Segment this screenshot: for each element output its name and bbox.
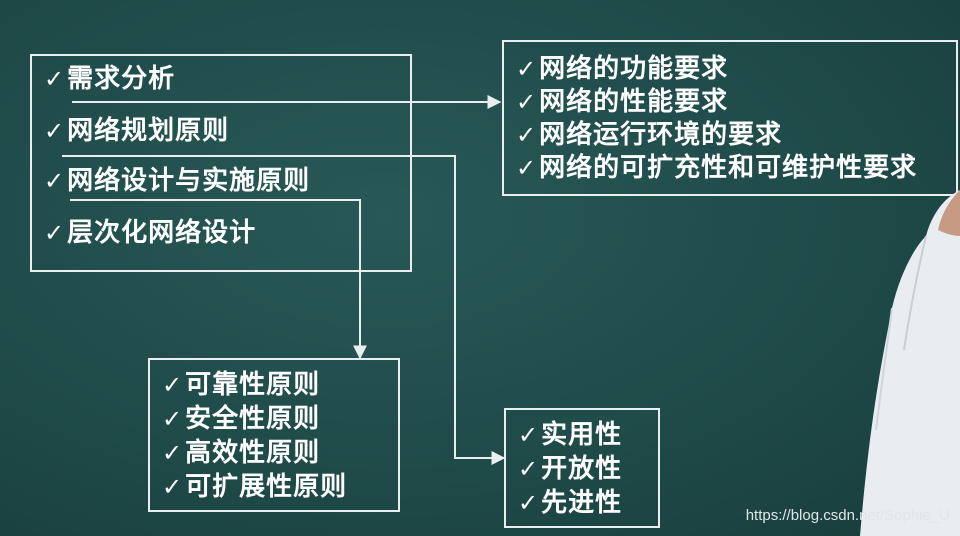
arrow-planning-to-principles	[62, 155, 506, 465]
principle-efficiency: ✓高效性原则	[162, 438, 321, 468]
planning-openness: ✓开放性	[518, 454, 623, 484]
requirement-scalability: ✓网络的可扩充性和可维护性要求	[516, 153, 918, 183]
requirement-environment: ✓网络运行环境的要求	[516, 120, 783, 150]
requirements-box	[502, 40, 958, 196]
arrow-design-to-principles	[70, 199, 367, 360]
left-item-hierarchical-design: ✓层次化网络设计	[44, 218, 257, 248]
presenter-figure	[860, 190, 960, 536]
principle-security: ✓安全性原则	[162, 404, 321, 434]
planning-principles-box	[504, 408, 660, 528]
left-item-needs-analysis: ✓需求分析	[44, 64, 176, 94]
principle-reliability: ✓可靠性原则	[162, 370, 321, 400]
left-item-design-principles: ✓网络设计与实施原则	[44, 166, 311, 196]
principle-extensibility: ✓可扩展性原则	[162, 472, 348, 502]
watermark-url: https://blog.csdn.net/Sophie_U	[745, 507, 950, 524]
left-topic-box	[30, 54, 412, 272]
left-item-planning-principles: ✓网络规划原则	[44, 116, 230, 146]
requirement-performance: ✓网络的性能要求	[516, 87, 729, 117]
design-principles-box	[148, 358, 400, 512]
requirement-function: ✓网络的功能要求	[516, 54, 729, 84]
planning-advancement: ✓先进性	[518, 488, 623, 518]
planning-practicality: ✓实用性	[518, 420, 623, 450]
